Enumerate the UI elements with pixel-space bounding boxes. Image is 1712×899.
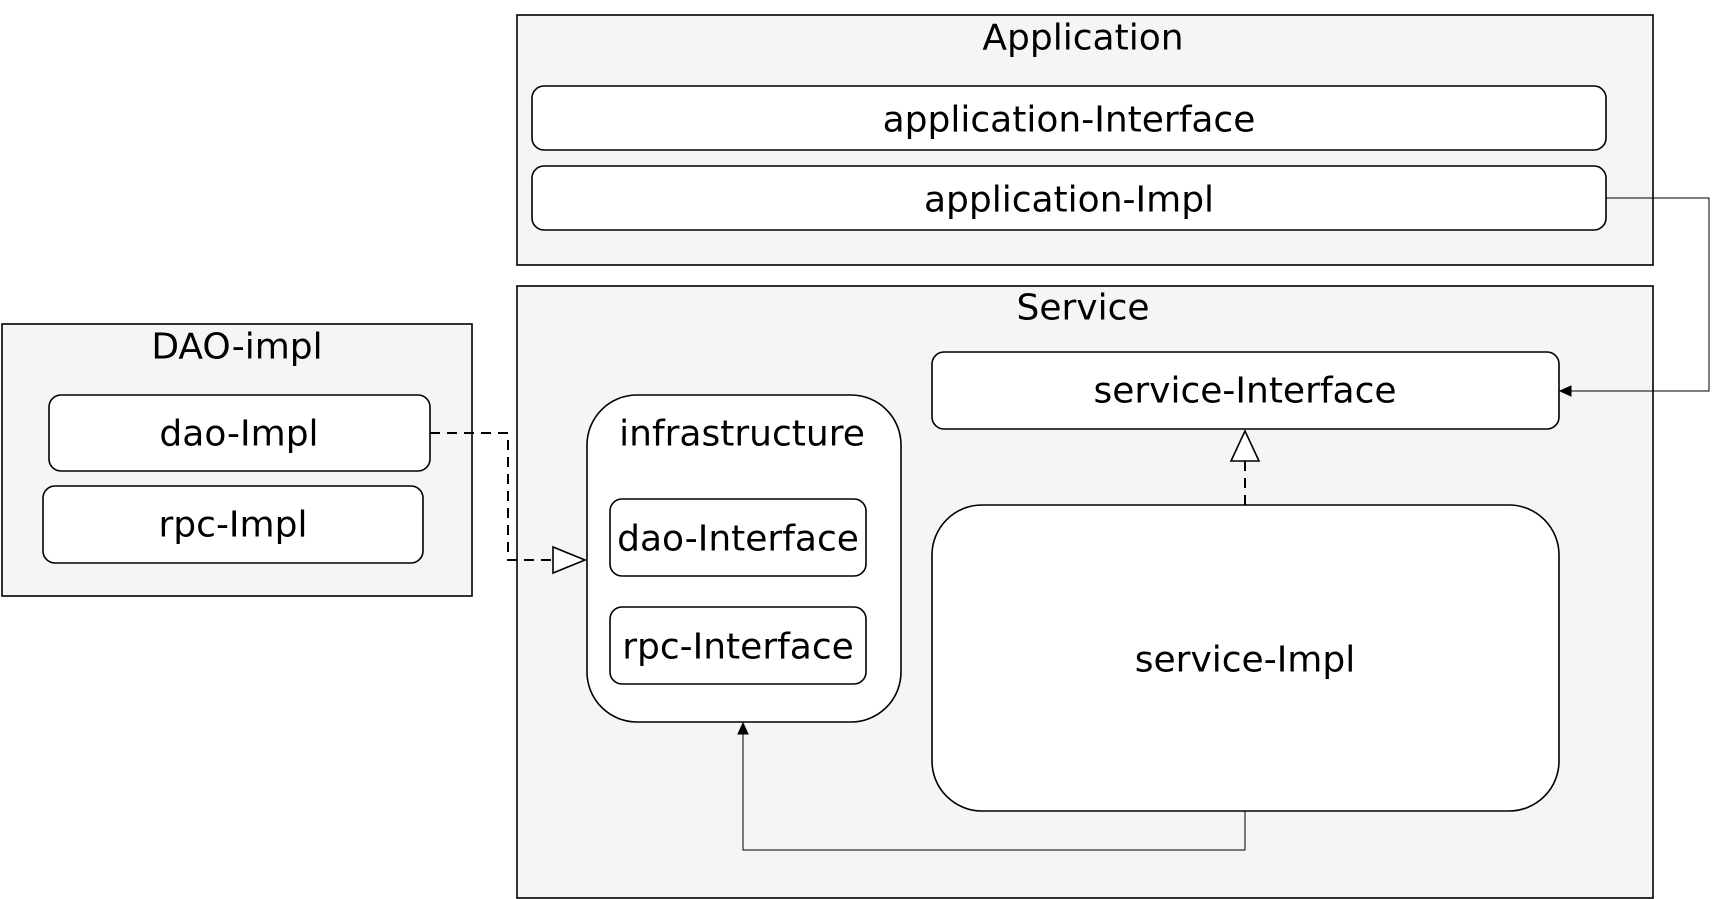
service-interface-box <box>931 351 1560 430</box>
application-impl-to-service-interface-edge <box>1570 197 1710 392</box>
infrastructure-realization-arrowhead <box>552 545 588 575</box>
dao-impl-package-title: DAO-impl <box>151 327 322 368</box>
rpc-impl-box <box>42 485 424 564</box>
dao-impl-package: DAO-impl dao-Impl rpc-Impl <box>1 323 473 597</box>
rpc-interface-box <box>609 606 867 685</box>
dao-interface-box <box>609 498 867 577</box>
application-impl-label: application-Impl <box>924 180 1214 221</box>
service-package-title: Service <box>1016 288 1149 329</box>
service-interface-arrowhead <box>1558 385 1572 397</box>
application-interface-box <box>531 85 1607 151</box>
service-interface-realization-arrowhead <box>1229 429 1261 462</box>
application-package-title: Application <box>982 18 1183 59</box>
rpc-impl-label: rpc-Impl <box>159 505 308 546</box>
infrastructure-label: infrastructure <box>619 414 865 455</box>
service-package: Service service-Interface service-Impl i… <box>516 285 1654 899</box>
service-impl-label: service-Impl <box>1135 640 1355 681</box>
infrastructure-arrowhead <box>737 721 749 735</box>
dao-impl-label: dao-Impl <box>159 414 318 455</box>
connectors <box>430 197 1710 851</box>
service-interface-label: service-Interface <box>1093 371 1396 412</box>
rpc-interface-label: rpc-Interface <box>622 627 854 668</box>
application-package: Application application-Interface applic… <box>516 14 1654 266</box>
service-impl-to-infrastructure-edge <box>742 733 1246 851</box>
dao-interface-label: dao-Interface <box>617 519 859 560</box>
application-interface-label: application-Interface <box>883 100 1256 141</box>
dao-impl-to-infrastructure-edge <box>430 432 553 561</box>
